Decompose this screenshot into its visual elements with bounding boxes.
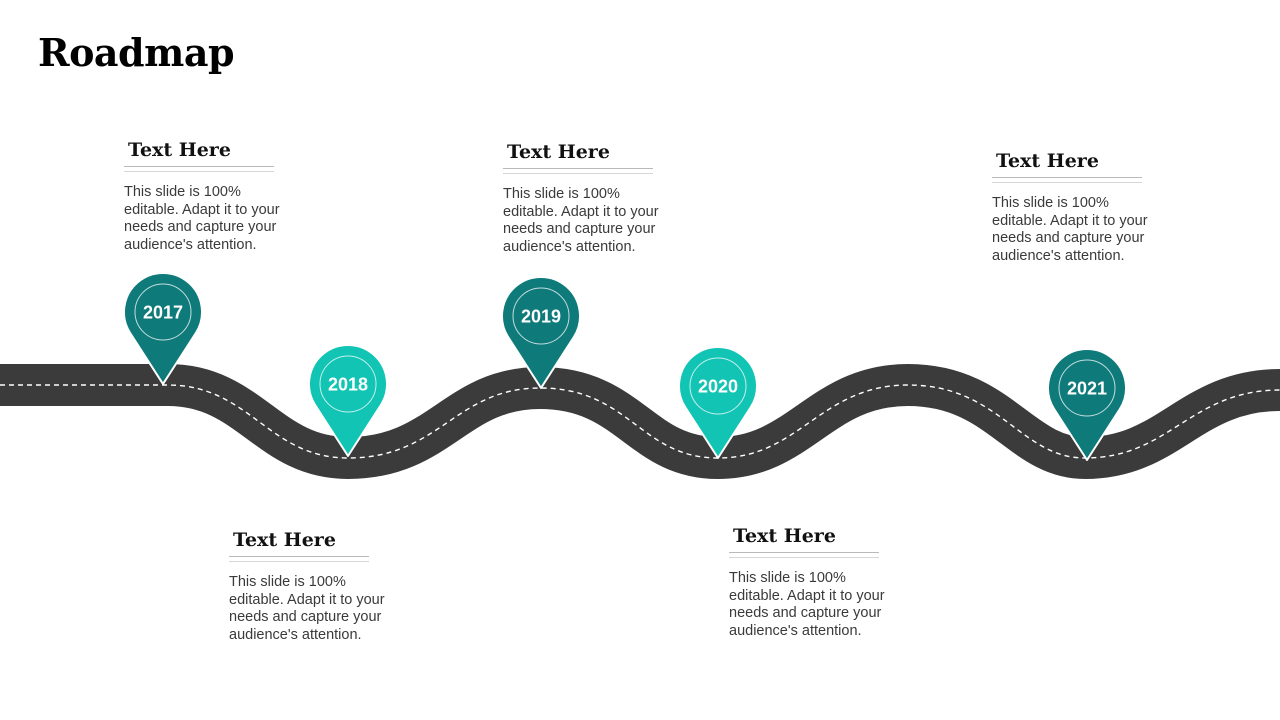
map-pin-icon [1047,348,1127,461]
milestone-2019-text: Text Here This slide is 100% editable. A… [503,142,678,257]
milestone-body: This slide is 100% editable. Adapt it to… [124,183,280,254]
milestone-2021-text: Text Here This slide is 100% editable. A… [992,151,1167,266]
map-pin-2019: 2019 [501,276,581,389]
milestone-body: This slide is 100% editable. Adapt it to… [729,569,885,640]
map-pin-icon [501,276,581,389]
pin-inner-ring [512,287,570,345]
pin-inner-ring [134,283,192,341]
map-pin-icon [678,346,758,459]
milestone-2018-text: Text Here This slide is 100% editable. A… [229,530,404,645]
map-pin-icon [123,272,203,385]
milestone-heading: Text Here [996,150,1099,172]
heading-rule [229,555,369,562]
milestone-heading: Text Here [128,139,231,161]
heading-rule [729,551,879,558]
map-pin-2021: 2021 [1047,348,1127,461]
map-pin-icon [308,344,388,457]
pin-year-label: 2021 [1067,379,1107,399]
pin-year-label: 2019 [521,307,561,327]
milestone-body: This slide is 100% editable. Adapt it to… [229,573,385,644]
milestone-2020-text: Text Here This slide is 100% editable. A… [729,526,904,641]
pin-inner-ring [1058,359,1116,417]
map-pin-2020: 2020 [678,346,758,459]
milestone-body: This slide is 100% editable. Adapt it to… [992,194,1148,265]
milestone-body: This slide is 100% editable. Adapt it to… [503,185,659,256]
slide-title: Roadmap [38,30,235,75]
pin-inner-ring [319,355,377,413]
milestone-heading: Text Here [233,529,336,551]
pin-inner-ring [689,357,747,415]
heading-rule [124,165,274,172]
milestone-heading: Text Here [733,525,836,547]
heading-rule [503,167,653,174]
map-pin-2017: 2017 [123,272,203,385]
milestone-2017-text: Text Here This slide is 100% editable. A… [124,140,299,255]
map-pin-2018: 2018 [308,344,388,457]
milestone-heading: Text Here [507,141,610,163]
pin-year-label: 2017 [143,303,183,323]
heading-rule [992,176,1142,183]
pin-year-label: 2020 [698,377,738,397]
pin-year-label: 2018 [328,375,368,395]
